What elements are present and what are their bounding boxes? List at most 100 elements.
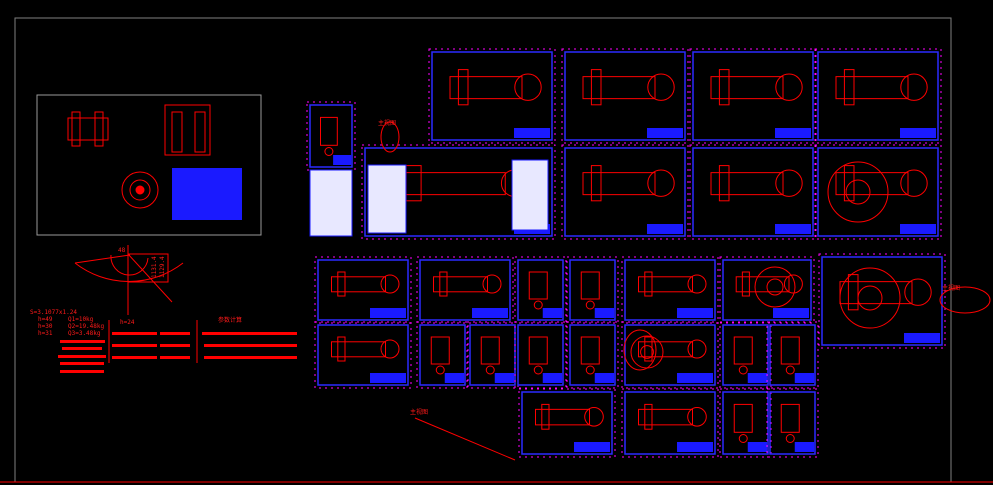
drawing-sheet[interactable]: [766, 388, 819, 458]
sheet-frame: [719, 321, 772, 389]
drawing-sheet[interactable]: [566, 321, 619, 389]
part-outline: [457, 69, 469, 106]
wheel-view: [630, 335, 664, 369]
sheet-border: [769, 324, 816, 386]
sheet-frame: [514, 256, 567, 324]
sheet-frame: [719, 256, 815, 324]
drawing-sheets: [306, 48, 946, 458]
sheet-frame: [361, 144, 556, 240]
title-block: [775, 128, 811, 138]
calc-heading: 参数计算: [218, 316, 242, 324]
calc-text: Q2=19.48kg: [68, 323, 105, 330]
drawing-sheet[interactable]: [428, 48, 556, 144]
drawing-sheet[interactable]: [814, 144, 942, 240]
calc-text: h=31: [38, 330, 53, 337]
drawing-sheet[interactable]: [689, 144, 817, 240]
drawing-sheet[interactable]: [621, 388, 719, 458]
drawing-sheet[interactable]: [689, 48, 817, 144]
sheet-frame: [814, 48, 942, 144]
sheet-frame: [621, 256, 719, 324]
part-outline: [528, 336, 548, 365]
sheet-border: [564, 51, 686, 141]
assembly-preview-sheet[interactable]: [36, 94, 262, 236]
drawing-sheet[interactable]: [514, 256, 567, 324]
drawing-sheet[interactable]: [561, 48, 689, 144]
wheel-view: [827, 161, 889, 223]
title-block: [904, 333, 940, 343]
part-circle: [775, 169, 803, 197]
drawing-sheet[interactable]: [814, 48, 942, 144]
drawing-sheet[interactable]: [719, 256, 815, 324]
title-block: [677, 442, 713, 452]
wheel-hub: [845, 179, 871, 205]
drawing-sheet[interactable]: [719, 321, 772, 389]
dimension-label: 1129.4: [159, 256, 166, 278]
calc-heading: h=24: [120, 319, 135, 326]
title-block: [444, 373, 465, 383]
title-block: [677, 373, 713, 383]
part-outline: [780, 403, 800, 433]
wheel-hub: [857, 285, 883, 311]
annotation-ellipse: [939, 286, 991, 314]
part-outline: [718, 165, 730, 202]
part-outline: [710, 172, 784, 196]
drawing-sheet[interactable]: [466, 321, 519, 389]
part-circle: [738, 365, 748, 375]
sheet-border: [469, 324, 516, 386]
drawing-sheet[interactable]: [314, 256, 412, 324]
model-frame: [14, 17, 952, 483]
arc-sketch: [74, 245, 184, 315]
part-outline: [638, 276, 693, 293]
sheet-border: [317, 324, 409, 386]
title-block: [514, 128, 550, 138]
part-outline: [638, 341, 693, 358]
sheet-border: [569, 324, 616, 386]
sheet-frame: [514, 321, 567, 389]
calc-text: S=3.1077x1.24: [30, 309, 77, 316]
drawing-sheet[interactable]: [766, 321, 819, 389]
drawing-sheet[interactable]: [514, 321, 567, 389]
part-outline: [480, 336, 500, 365]
part-circle: [585, 365, 595, 375]
sheet-border: [821, 256, 943, 346]
part-outline: [735, 276, 790, 293]
title-block: [370, 373, 406, 383]
drawing-sheet[interactable]: [416, 321, 469, 389]
part-outline: [337, 271, 346, 297]
sheet-frame: [818, 253, 946, 349]
assembly-parts-table: [172, 168, 242, 220]
part-circle: [687, 339, 707, 359]
title-block: [677, 308, 713, 318]
part-outline: [582, 172, 656, 196]
parts-list-table: [367, 164, 407, 234]
sheet-border: [692, 51, 814, 141]
title-block: [370, 308, 406, 318]
drawing-sheet[interactable]: [416, 256, 514, 324]
part-circle: [785, 434, 795, 443]
sheet-border: [517, 259, 564, 321]
wheel-view: [839, 267, 901, 329]
part-circle: [514, 73, 542, 101]
part-outline: [780, 336, 800, 365]
dimension-label: 48: [118, 247, 126, 254]
sheet-border: [817, 51, 939, 141]
part-outline: [839, 281, 913, 305]
part-circle: [584, 407, 604, 427]
drawing-sheet[interactable]: [566, 256, 619, 324]
drawing-sheet[interactable]: [719, 388, 772, 458]
part-circle: [585, 300, 595, 310]
sheet-border: [569, 259, 616, 321]
drawing-sheet[interactable]: [621, 256, 719, 324]
title-block: [574, 442, 610, 452]
drawing-sheet[interactable]: [621, 321, 719, 389]
drawing-sheet[interactable]: [518, 388, 616, 458]
drawing-sheet[interactable]: [306, 101, 356, 171]
title-block: [773, 308, 809, 318]
drawing-sheet[interactable]: [561, 144, 689, 240]
sheet-frame: [518, 388, 616, 458]
title-block: [647, 128, 683, 138]
part-circle: [785, 365, 795, 375]
drawing-sheet[interactable]: [314, 321, 412, 389]
part-outline: [337, 336, 346, 362]
